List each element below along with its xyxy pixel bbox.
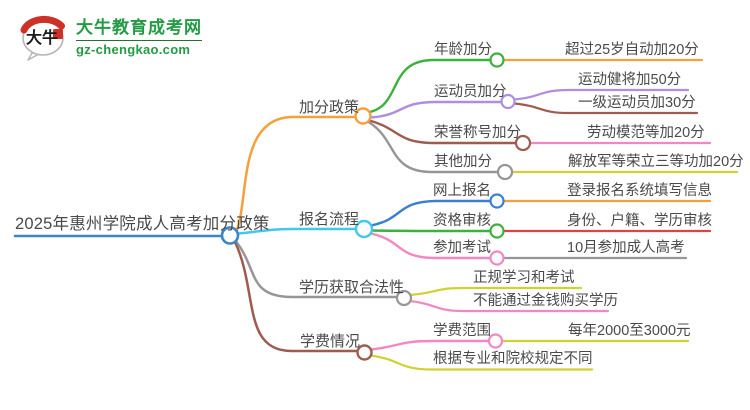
- underline-formal-study: [409, 286, 583, 297]
- node-age-bonus[interactable]: 年龄加分: [434, 42, 492, 58]
- node-tuition-range[interactable]: 学费范围: [433, 323, 491, 339]
- handle-online-registration[interactable]: [489, 193, 505, 209]
- handle-tuition[interactable]: [356, 344, 373, 361]
- node-honor-bonus[interactable]: 荣誉称号加分: [434, 125, 521, 141]
- logo-title: 大牛教育成考网: [76, 17, 202, 37]
- connector-bonus-policy: [235, 115, 357, 232]
- branch-tuition[interactable]: 学费情况: [300, 333, 361, 350]
- leaf-exam-detail[interactable]: 10月参加成人高考: [567, 240, 685, 256]
- connector-take-exam: [369, 232, 492, 260]
- branch-degree-legitimacy[interactable]: 学历获取合法性: [299, 279, 405, 296]
- logo-domain: gz-chengkao.com: [76, 39, 202, 57]
- leaf-athlete-master[interactable]: 运动健将加50分: [578, 72, 682, 88]
- connector-registration-process: [237, 227, 358, 235]
- leaf-honor-detail[interactable]: 劳动模范等加20分: [587, 125, 705, 141]
- leaf-tuition-varies[interactable]: 根据专业和院校规定不同: [433, 351, 593, 367]
- handle-honor-bonus[interactable]: [514, 134, 532, 152]
- underline-no-buying-degree: [409, 299, 610, 313]
- svg-text:大牛: 大牛: [26, 28, 58, 47]
- handle-tuition-range[interactable]: [487, 333, 504, 349]
- leaf-formal-study[interactable]: 正规学习和考试: [473, 270, 575, 286]
- branch-registration-process[interactable]: 报名流程: [299, 211, 360, 228]
- handle-qualification-review[interactable]: [489, 223, 505, 239]
- connector-athlete-bonus: [369, 100, 503, 119]
- leaf-other-detail[interactable]: 解放军等荣立三等功加20分: [568, 154, 744, 170]
- connector-qualification-review: [370, 229, 492, 233]
- handle-take-exam[interactable]: [489, 250, 505, 266]
- leaf-qualification-detail[interactable]: 身份、户籍、学历审核: [567, 213, 712, 229]
- underline-athlete-first-class: [512, 102, 699, 115]
- handle-degree-legitimacy[interactable]: [395, 289, 413, 307]
- handle-athlete-bonus[interactable]: [500, 93, 516, 110]
- connector-online-registration: [369, 199, 492, 227]
- connector-age-bonus: [368, 58, 492, 114]
- node-qualification-review[interactable]: 资格审核: [433, 213, 491, 229]
- root-topic[interactable]: 2025年惠州学院成人高考加分政策: [15, 215, 270, 233]
- handle-other-bonus[interactable]: [496, 163, 514, 181]
- underline-athlete-master: [512, 88, 690, 101]
- connector-tuition: [234, 241, 359, 353]
- leaf-age-bonus-detail[interactable]: 超过25岁自动加20分: [565, 42, 699, 58]
- handle-registration-process[interactable]: [354, 219, 374, 239]
- node-other-bonus[interactable]: 其他加分: [434, 154, 492, 170]
- daniu-mascot-icon: 大牛: [20, 15, 65, 61]
- leaf-no-buying-degree[interactable]: 不能通过金钱购买学历: [473, 293, 618, 309]
- handle-bonus-policy[interactable]: [354, 107, 372, 125]
- node-online-registration[interactable]: 网上报名: [433, 183, 491, 199]
- connector-honor-bonus: [368, 119, 518, 145]
- handle-root[interactable]: [220, 226, 240, 245]
- site-logo[interactable]: 大牛 大牛教育成考网 gz-chengkao.com: [18, 12, 202, 62]
- connector-degree-legitimacy: [235, 240, 398, 299]
- connector-other-bonus: [367, 120, 500, 174]
- node-athlete-bonus[interactable]: 运动员加分: [434, 84, 507, 100]
- connector-tuition-range: [369, 339, 490, 351]
- underline-tuition-varies: [369, 354, 594, 371]
- leaf-tuition-amount[interactable]: 每年2000至3000元: [568, 323, 691, 339]
- leaf-athlete-first-class[interactable]: 一级运动员加30分: [578, 95, 696, 111]
- node-take-exam[interactable]: 参加考试: [433, 240, 491, 256]
- handle-age-bonus[interactable]: [489, 52, 505, 68]
- leaf-online-registration-detail[interactable]: 登录报名系统填写信息: [567, 183, 712, 199]
- branch-bonus-policy[interactable]: 加分政策: [299, 99, 360, 116]
